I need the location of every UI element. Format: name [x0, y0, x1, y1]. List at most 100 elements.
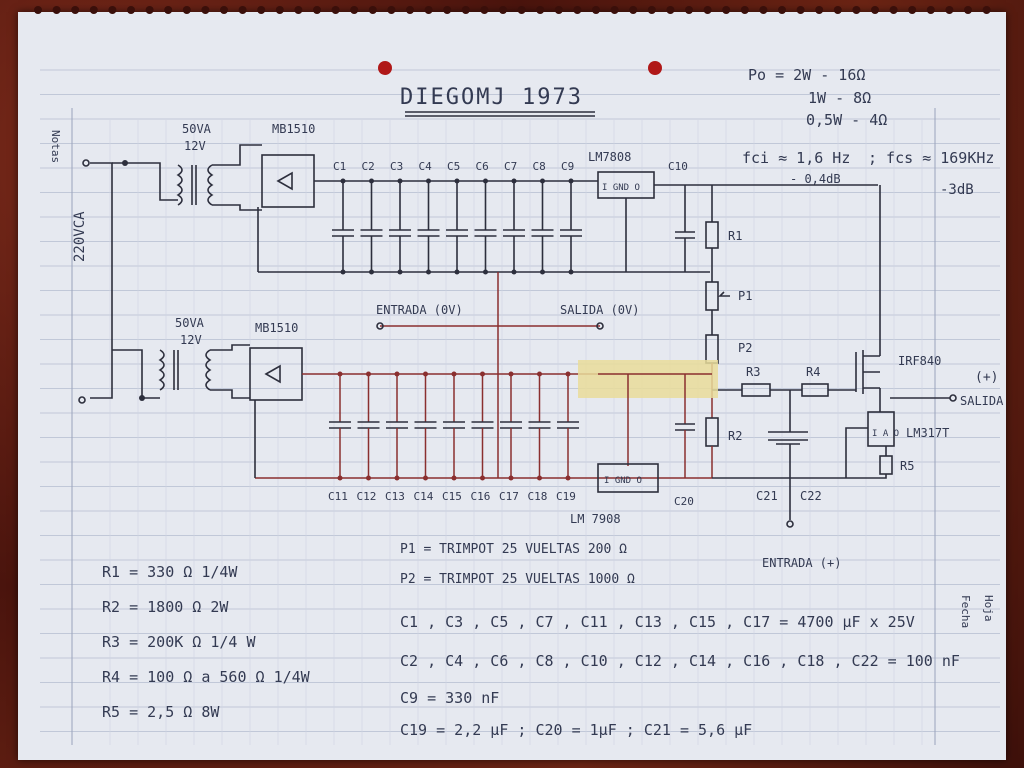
cap-top-node	[568, 178, 574, 184]
entrada-0v-label: ENTRADA (0V)	[376, 303, 463, 317]
bom-resistor-line: R3 = 200K Ω 1/4 W	[102, 633, 256, 651]
margin-label-fecha: Fecha	[959, 595, 972, 628]
xfmr-top-icon	[176, 164, 214, 206]
mains-node-2	[139, 395, 145, 401]
r4-label: R4	[806, 365, 820, 379]
bridge-bot-diode-icon	[264, 364, 281, 384]
r3-label: R3	[746, 365, 760, 379]
cap-bot-node	[565, 475, 571, 481]
spiral-hole-icon	[164, 6, 173, 14]
spiral-hole-icon	[34, 6, 42, 14]
reg-top-pins: I GND O	[602, 183, 640, 193]
bom-resistor-line: R1 = 330 Ω 1/4W	[102, 563, 238, 581]
entrada-0v-terminal[interactable]	[376, 322, 384, 330]
cap-bot-label: C16	[471, 490, 491, 503]
bridge-top-diode-icon	[276, 171, 293, 191]
spiral-hole-icon	[926, 6, 935, 14]
fci-label: fci ≈ 1,6 Hz	[742, 149, 850, 167]
r4-icon	[801, 383, 829, 397]
spiral-hole-icon	[517, 6, 526, 14]
cap-bot-label: C15	[442, 490, 462, 503]
xfmr-bot-va: 50VA	[175, 316, 205, 330]
spiral-hole-icon	[182, 6, 191, 14]
bom-line: C19 = 2,2 µF ; C20 = 1µF ; C21 = 5,6 µF	[400, 721, 752, 739]
spiral-hole-icon	[52, 6, 61, 14]
margin-label-notas: Notas	[49, 130, 62, 163]
cap-top-node	[397, 178, 403, 184]
spiral-hole-icon	[592, 6, 600, 14]
xfmr-top-sec-b	[212, 204, 262, 211]
spiral-hole-icon	[294, 6, 303, 14]
spiral-hole-icon	[554, 6, 563, 14]
cap-top-label: C8	[533, 160, 546, 173]
p1-label: P1	[738, 289, 752, 303]
cap-top-out-label: C10	[668, 160, 688, 173]
cap-top-node	[426, 269, 431, 275]
spiral-hole-icon	[368, 6, 377, 14]
reg-bot-label: LM 7908	[570, 512, 621, 526]
cap-bot-node	[537, 371, 542, 377]
spiral-hole-icon	[740, 6, 749, 14]
mains-wire-left	[90, 162, 113, 399]
cap-bot-label: C18	[528, 490, 548, 503]
cap-bot-label: C14	[414, 490, 434, 503]
punch-hole-right	[648, 61, 662, 75]
lm317-pins: I A O	[872, 429, 899, 439]
spiral-hole-icon	[573, 6, 582, 14]
spiral-hole-icon	[778, 6, 786, 14]
page-title: DIEGOMJ 1973	[400, 85, 583, 110]
r5-return-wire	[712, 474, 887, 479]
spiral-hole-icon	[350, 6, 359, 14]
cap-top-label: C6	[476, 160, 489, 173]
fci-db: - 0,4dB	[790, 172, 841, 186]
cap-top-node	[483, 269, 488, 275]
cap-bot-out-label: C20	[674, 495, 694, 508]
spiral-hole-icon	[275, 6, 284, 14]
xfmr-bot-primary-wire	[112, 349, 160, 399]
spiral-hole-icon	[982, 6, 991, 14]
p1-wiper-icon	[718, 291, 730, 297]
spiral-hole-icon	[852, 6, 861, 14]
p2-label: P2	[738, 341, 752, 355]
cap-top-node	[540, 178, 545, 184]
mosfet-icon	[855, 185, 881, 412]
reg-top-label: LM7808	[588, 150, 631, 164]
output-terminal[interactable]	[949, 394, 957, 402]
spiral-hole-icon	[331, 6, 340, 14]
cap-bot-node	[337, 371, 343, 377]
xfmr-bot-icon	[158, 349, 212, 391]
output-plus-label: (+)	[975, 370, 998, 385]
spiral-hole-icon	[629, 6, 638, 14]
input-terminal[interactable]	[786, 520, 794, 528]
salida-0v-terminal[interactable]	[596, 322, 604, 330]
c21-label: C21	[756, 489, 778, 503]
cap-c10-icon	[675, 185, 695, 272]
spiral-hole-icon	[871, 6, 879, 14]
cap-bot-node	[537, 475, 542, 481]
c22-label: C22	[800, 489, 822, 503]
cap-top-label: C5	[447, 160, 460, 173]
cap-top-node	[369, 269, 374, 275]
spiral-hole-icon	[89, 6, 98, 14]
spiral-hole-icon	[796, 6, 805, 14]
mains-node	[122, 160, 128, 166]
spiral-hole-icon	[703, 6, 712, 14]
spiral-hole-icon	[461, 6, 470, 14]
spiral-hole-icon	[387, 6, 396, 14]
cap-top-label: C7	[504, 160, 517, 173]
cap-bot-node	[337, 475, 343, 481]
spiral-hole-icon	[257, 6, 266, 14]
spiral-binding	[34, 6, 991, 14]
cap-bot-label: C12	[357, 490, 377, 503]
spiral-hole-icon	[480, 6, 489, 14]
xfmr-bot-v: 12V	[180, 333, 202, 347]
spiral-hole-icon	[833, 6, 842, 14]
xfmr-bot-sec-b	[210, 389, 250, 399]
xfmr-bot-sec-a	[210, 344, 250, 351]
r2-icon	[705, 417, 719, 447]
spiral-hole-icon	[499, 6, 507, 14]
lm317-icon	[867, 411, 895, 447]
cap-c21-c22-icon	[768, 390, 808, 520]
